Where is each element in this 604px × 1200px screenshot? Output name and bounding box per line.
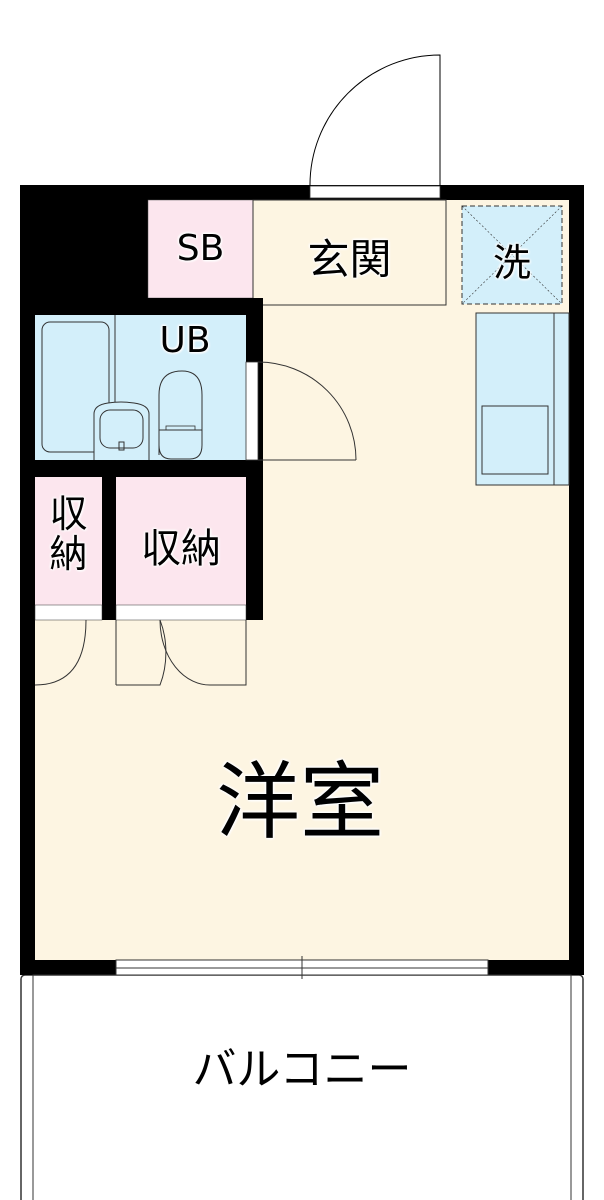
room-label-balcony: バルコニー xyxy=(192,1044,412,1095)
room-label-storage-small: 収 納 xyxy=(49,492,88,576)
room-label-entrance: 玄関 xyxy=(307,235,392,284)
room-label-western-room: 洋室 xyxy=(215,753,384,851)
room-label-washer: 洗 xyxy=(492,241,531,285)
room-label-unit-bath: UB xyxy=(159,320,211,361)
room-label-shoe-box: SB xyxy=(176,228,225,269)
room-label-storage-large: 収納 xyxy=(141,526,221,572)
